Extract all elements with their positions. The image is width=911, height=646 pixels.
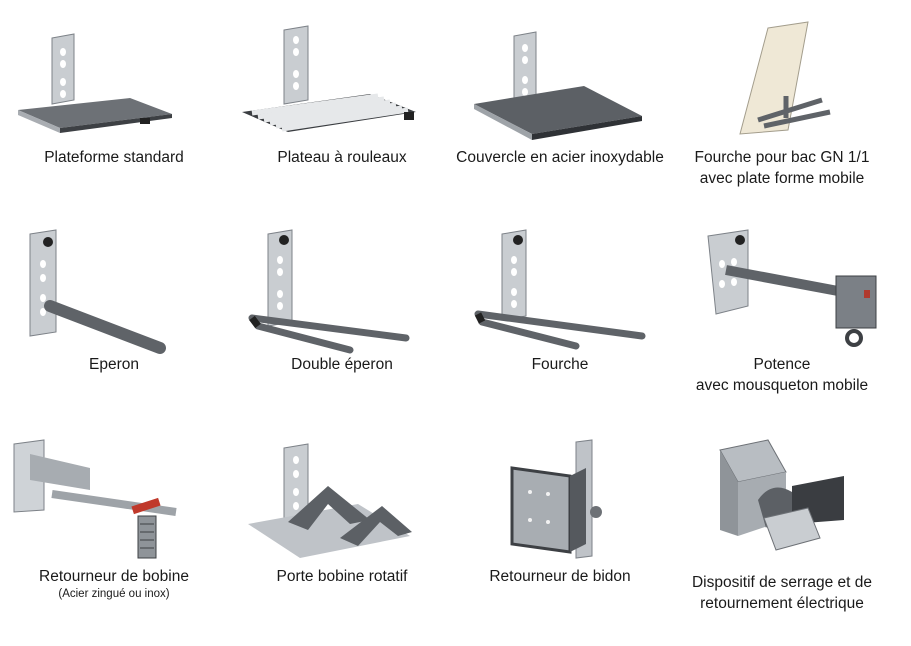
rotary-reel-holder-icon <box>248 443 412 558</box>
electric-clamp-icon <box>719 439 844 551</box>
item-double-eperon: Double éperon <box>228 210 456 420</box>
double-spur-icon <box>248 229 410 354</box>
item-retourneur-bobine: Retourneur de bobine (Acier zingué ou in… <box>0 420 228 646</box>
item-label: Plateforme standard <box>44 149 184 166</box>
gn-fork-icon <box>739 21 831 135</box>
item-label: Eperon <box>89 356 139 373</box>
item-plateforme-standard: Plateforme standard <box>0 0 228 210</box>
item-fourche: Fourche <box>446 210 674 420</box>
standard-platform-icon <box>18 33 172 133</box>
item-eperon: Eperon <box>0 210 228 420</box>
item-label: Porte bobine rotatif <box>276 568 408 585</box>
drum-turner-icon <box>510 439 602 559</box>
item-label: Plateau à rouleaux <box>277 149 407 166</box>
reel-turner-icon <box>13 439 177 559</box>
item-couvercle-inox: Couvercle en acier inoxydable <box>446 0 674 210</box>
jib-hook-icon <box>707 229 877 347</box>
stainless-cover-icon <box>474 31 642 140</box>
item-label: Fourche <box>531 356 589 373</box>
item-porte-bobine: Porte bobine rotatif <box>228 420 456 646</box>
fork-icon <box>474 229 646 350</box>
item-label: Retourneur de bidon <box>489 568 631 585</box>
spur-icon <box>29 229 166 354</box>
item-label: Couvercle en acier inoxydable <box>456 149 664 166</box>
item-retourneur-bidon: Retourneur de bidon <box>446 420 674 646</box>
item-label: Double éperon <box>291 356 393 373</box>
item-plateau-rouleaux: Plateau à rouleaux <box>228 0 456 210</box>
roller-tray-icon <box>242 25 416 132</box>
item-label: Retourneur de bobine (Acier zingué ou in… <box>39 568 189 600</box>
